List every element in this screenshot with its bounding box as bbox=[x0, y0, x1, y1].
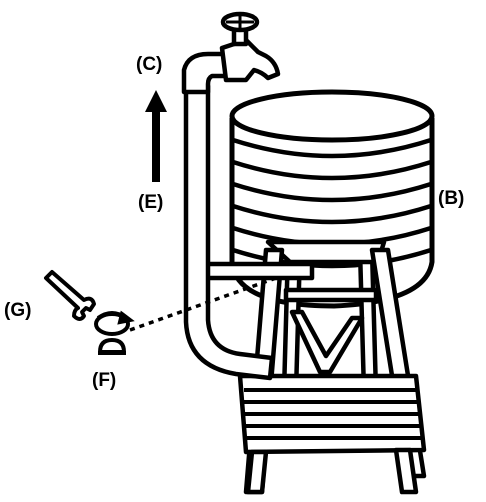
label-c: (C) bbox=[136, 54, 162, 75]
stand-top-frame bbox=[265, 239, 387, 265]
pipe-elbow bbox=[181, 51, 229, 95]
crate-slats bbox=[244, 388, 422, 440]
water-pipe bbox=[181, 25, 315, 381]
valve-handle-icon bbox=[220, 11, 260, 33]
label-f: (F) bbox=[92, 370, 116, 391]
stand-foot-left bbox=[245, 449, 269, 495]
label-e: (E) bbox=[138, 192, 163, 213]
stand-foot-right bbox=[393, 447, 419, 495]
nut-part bbox=[97, 337, 127, 355]
label-g: (G) bbox=[4, 300, 31, 321]
arrow-up-icon bbox=[145, 90, 167, 182]
label-b: (B) bbox=[438, 188, 464, 209]
union-fitting-icon bbox=[94, 310, 135, 336]
wrench-icon bbox=[44, 270, 96, 321]
pipe-outlet bbox=[199, 261, 315, 281]
faucet-icon bbox=[219, 37, 281, 83]
stand-rear-bar bbox=[283, 287, 379, 303]
tank-top bbox=[229, 89, 435, 143]
stand-v-brace bbox=[289, 309, 365, 375]
pipe-riser bbox=[183, 83, 275, 381]
